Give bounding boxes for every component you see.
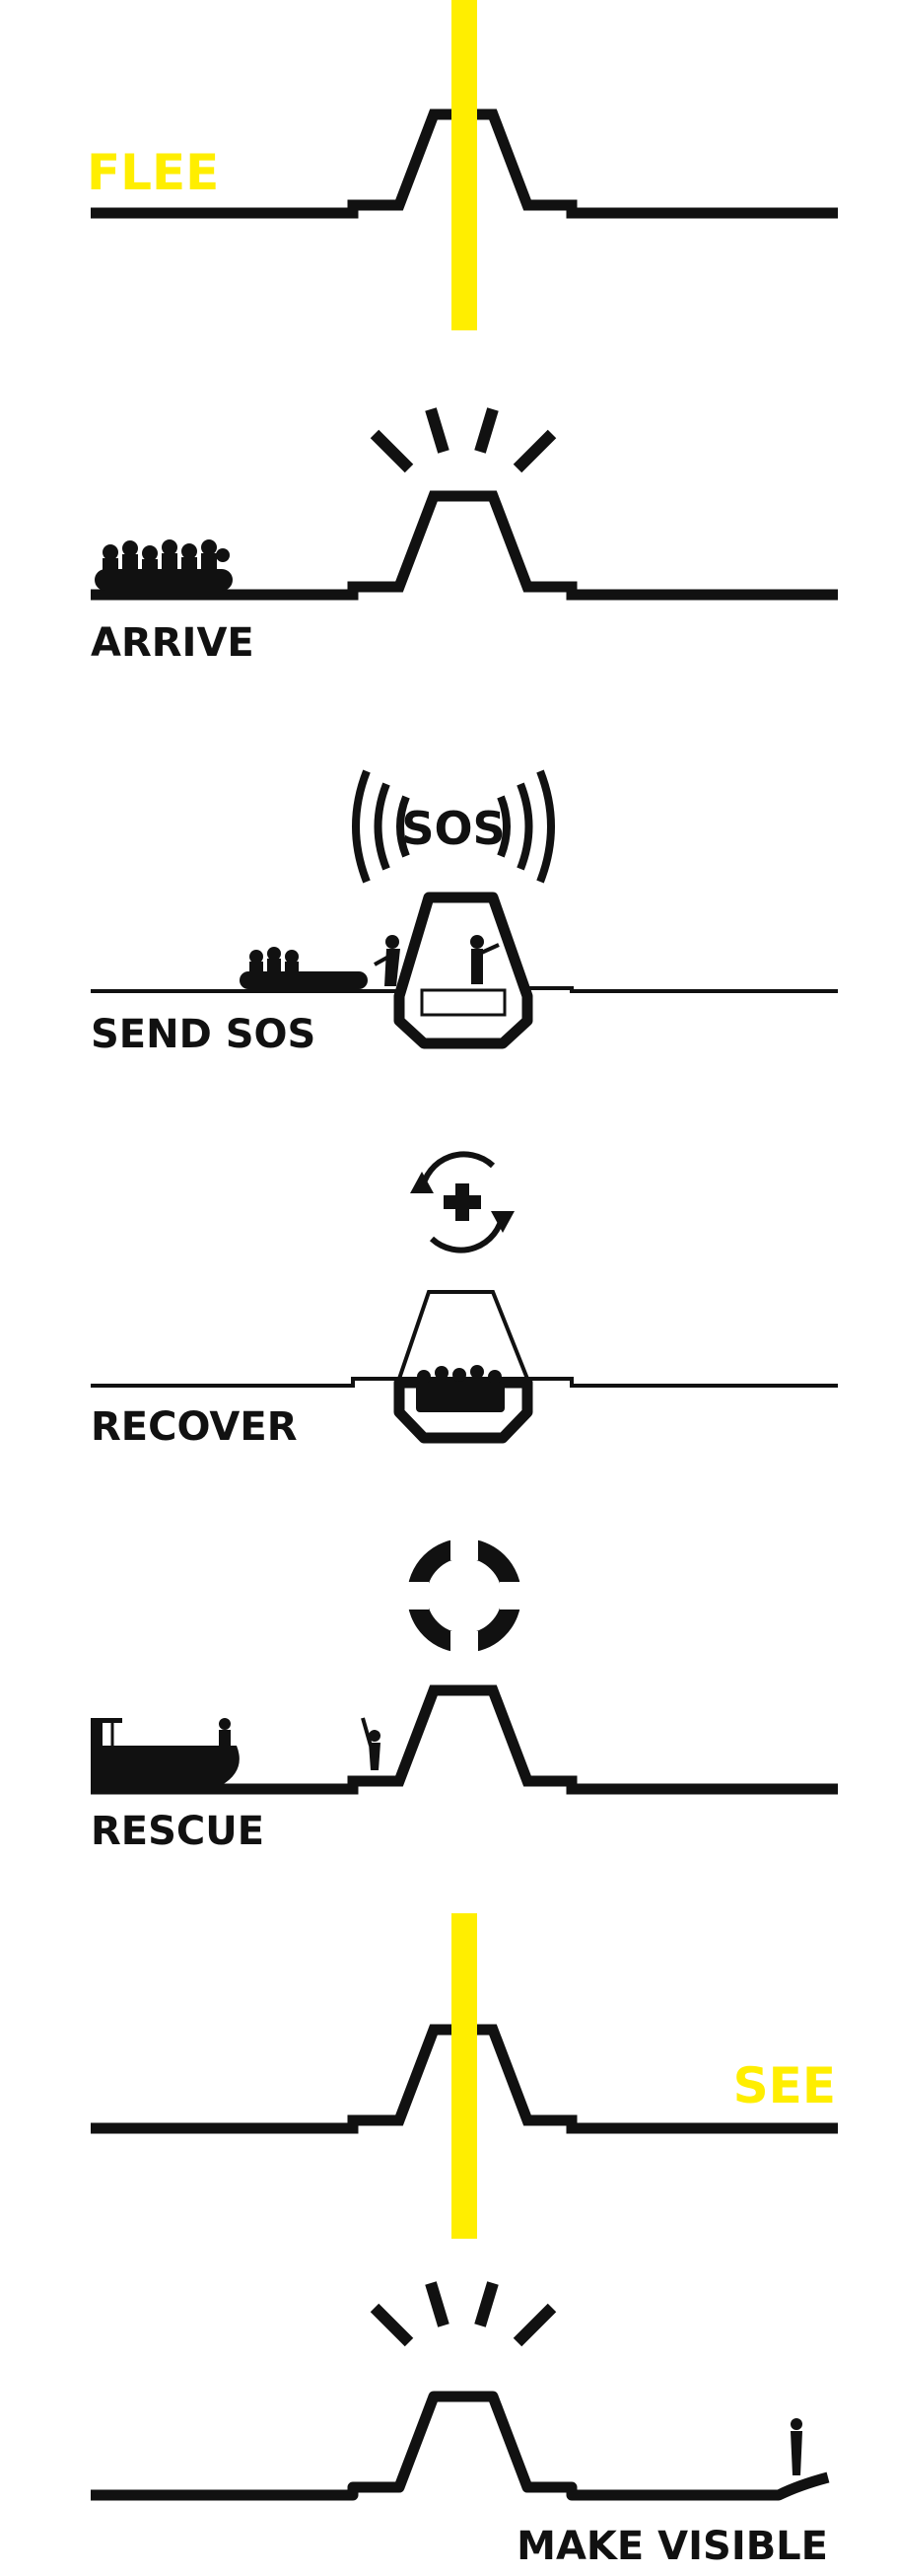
tower-profile: [91, 2391, 830, 2501]
people-group-icon: [416, 1365, 505, 1412]
step-make-visible: MAKE VISIBLE: [91, 2281, 830, 2569]
step-label-recover: RECOVER: [91, 1404, 298, 1450]
step-recover: RECOVER: [91, 1151, 838, 1450]
signal-light-rays-icon: [370, 407, 557, 473]
capsule-platform: [420, 988, 507, 1017]
person-waving-icon: [361, 1717, 380, 1770]
person-icon: [470, 935, 500, 984]
light-beam: [451, 0, 477, 330]
step-send-sos: SOS SEND SOS: [91, 769, 838, 1057]
step-see: SEE: [91, 1913, 838, 2239]
crowded-dinghy-icon: [95, 539, 233, 591]
crowded-dinghy-icon: [240, 947, 368, 989]
lifebuoy-icon: [405, 1537, 523, 1655]
person-icon: [374, 935, 400, 986]
step-arrive: ARRIVE: [91, 407, 838, 666]
step-rescue: RESCUE: [91, 1537, 838, 1854]
step-label-see: SEE: [733, 2057, 836, 2114]
standing-person-icon: [791, 2418, 802, 2475]
waterline: [91, 1377, 838, 1388]
step-label-arrive: ARRIVE: [91, 620, 254, 666]
step-flee: FLEE: [87, 0, 838, 330]
sos-text: SOS: [401, 802, 505, 855]
medical-cross-cycle-icon: [410, 1151, 515, 1253]
step-label-make-visible: MAKE VISIBLE: [517, 2524, 828, 2569]
tower-profile: [91, 490, 838, 601]
tower-capsule: [393, 892, 533, 1049]
step-label-send-sos: SEND SOS: [91, 1012, 315, 1057]
tower-frame: [396, 1290, 530, 1381]
sos-waves-icon: [352, 769, 555, 884]
tower-profile: [91, 1684, 838, 1795]
signal-light-rays-icon: [370, 2281, 557, 2347]
step-label-rescue: RESCUE: [91, 1809, 264, 1854]
rescue-boat-icon: [91, 1718, 240, 1785]
light-beam: [451, 1913, 477, 2239]
step-label-flee: FLEE: [87, 144, 219, 201]
